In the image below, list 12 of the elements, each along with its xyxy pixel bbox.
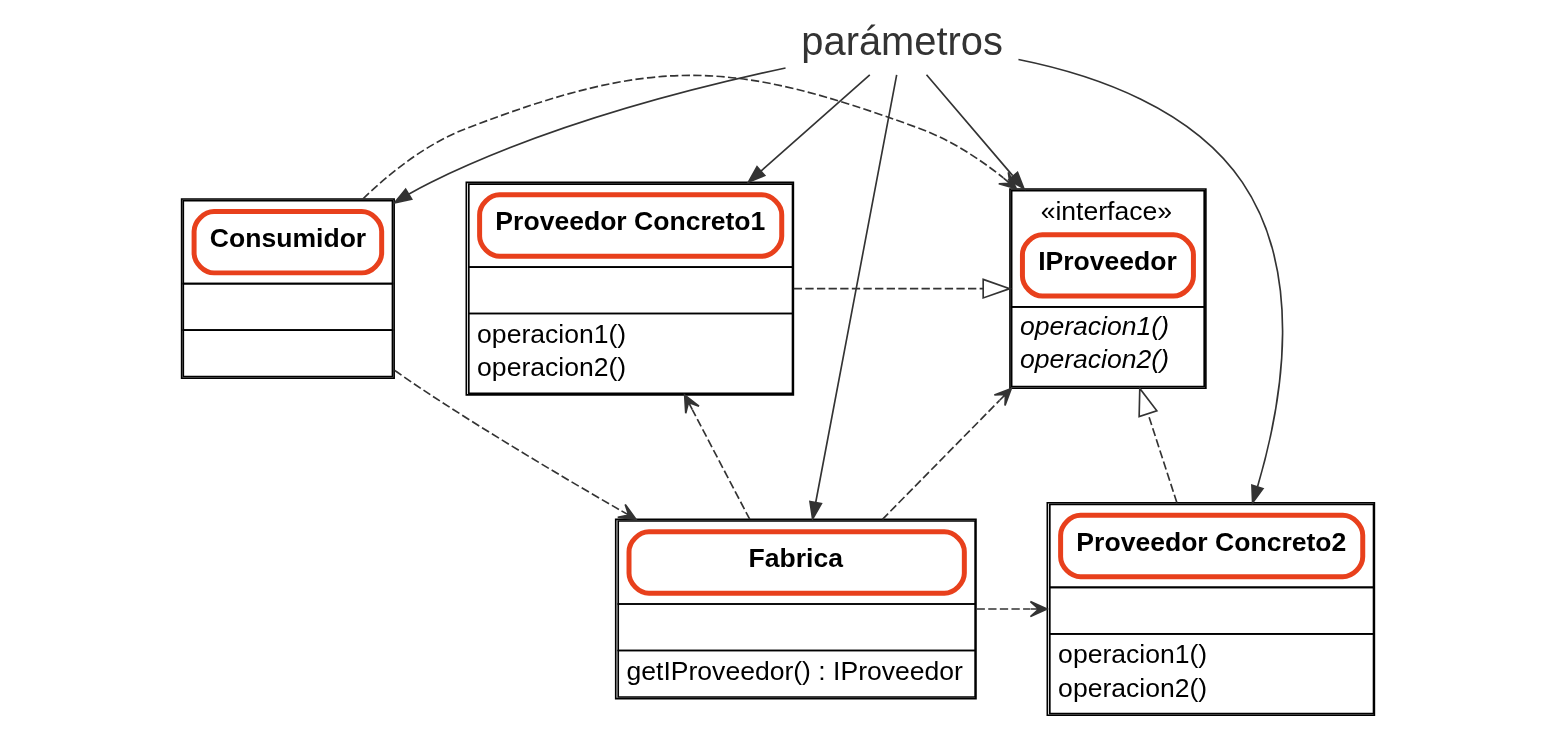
arrow <box>1137 386 1178 504</box>
arrow <box>1017 58 1283 506</box>
arrow <box>361 74 1017 200</box>
node-text: parámetros <box>800 18 1003 63</box>
arrow <box>808 74 897 522</box>
arrow <box>391 67 786 205</box>
arrow <box>881 387 1012 521</box>
arrow <box>792 278 1012 300</box>
arrow <box>746 74 871 184</box>
arrow <box>683 394 751 521</box>
arrow <box>393 369 637 520</box>
arrow <box>975 600 1048 618</box>
